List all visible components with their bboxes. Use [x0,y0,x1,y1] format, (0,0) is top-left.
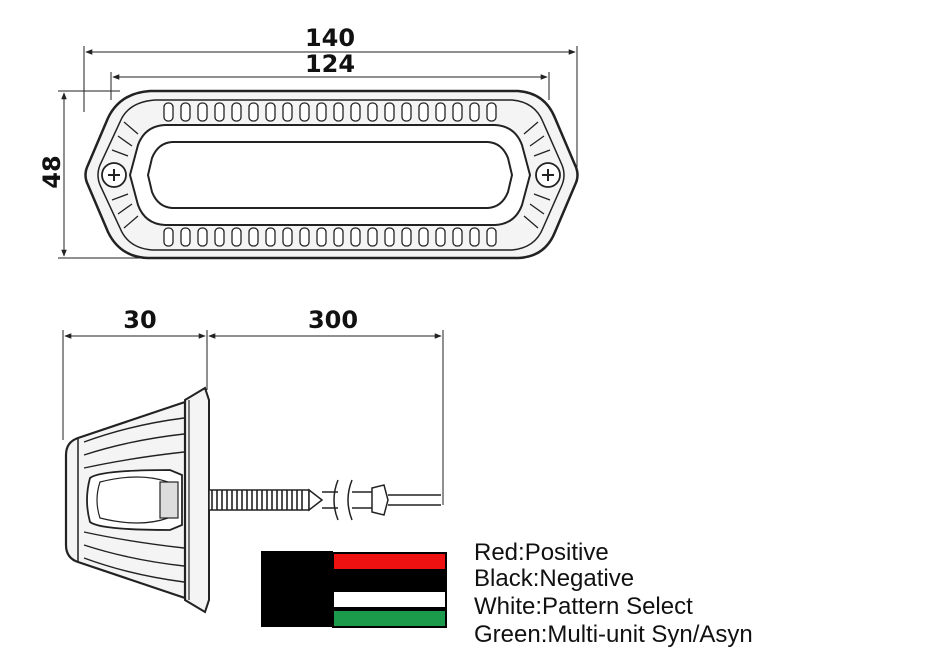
dimension-height: 48 [38,90,150,259]
wire-legend: Red:Positive Black:Negative White:Patter… [474,539,753,648]
bottom-led-fins [163,227,497,247]
dimension-overall-width: 140 [83,24,578,175]
dimension-cable-length: 300 [208,306,444,505]
left-screw-icon [101,162,127,188]
legend-label-green: Green:Multi-unit Syn/Asyn [474,621,753,648]
dimension-label-48: 48 [38,155,66,188]
dimension-depth: 30 [62,306,208,440]
side-lens [86,469,183,531]
lens-inner [146,141,514,209]
top-led-fins [163,102,497,122]
mounting-flange [184,386,210,614]
legend-label-white: White:Pattern Select [474,593,693,620]
dimension-label-300: 300 [308,306,358,334]
wire-color-block [261,551,447,628]
dimension-label-30: 30 [123,306,156,334]
wire-swatch-white [332,590,447,609]
legend-label-red: Red:Positive [474,539,609,566]
dimension-label-140: 140 [305,24,355,52]
cable [322,479,441,521]
front-view: 140 124 48 [38,24,579,260]
threaded-stud [208,488,324,512]
dimension-lens-width: 124 [110,50,550,100]
wire-swatch-red [332,552,447,571]
side-fins [111,121,551,229]
legend-label-black: Black:Negative [474,565,634,592]
body-ribs [83,417,185,583]
wire-swatch-green [332,609,447,628]
side-view: 30 300 [62,306,753,648]
wire-swatch-black [332,571,447,590]
right-screw-icon [535,162,561,188]
dimension-label-124: 124 [305,50,355,78]
wire-bundle-black-block [261,551,333,627]
